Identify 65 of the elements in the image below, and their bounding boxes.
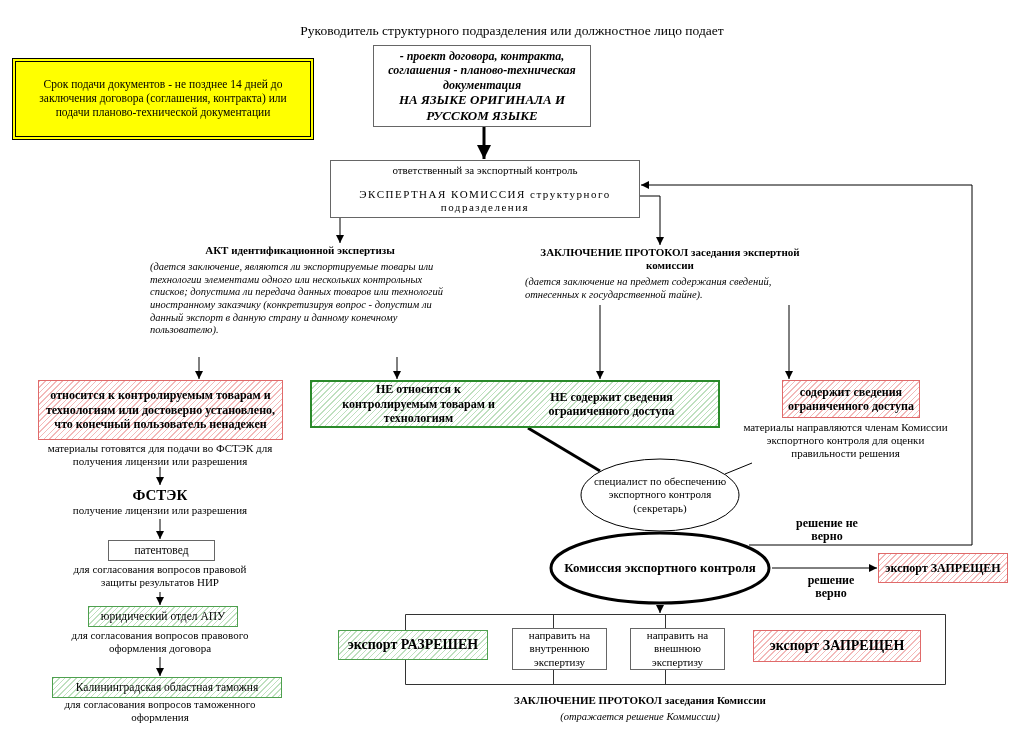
arrow [771, 564, 878, 572]
ellipse-node [548, 530, 772, 606]
arrow [640, 181, 973, 546]
arrow [785, 304, 793, 380]
node-caption: для согласования вопросов таможенного оформления [63, 698, 257, 725]
node-text: получение лицензии или разрешения [72, 504, 248, 518]
node-heading: специалист по обеспечению экспортного контроля [592, 475, 728, 502]
node-text: Калининградская областная таможня [75, 680, 259, 695]
node-caption: материалы готовятся для подачи во ФСТЭК для получения лицензии или разрешения [46, 442, 274, 469]
node-text: (отражается решение Коммиссии) [560, 711, 720, 724]
arrow [477, 127, 491, 159]
connector-line [724, 462, 753, 475]
arrow [596, 304, 604, 380]
node-caption: для согласования вопросов правового оформления договора [70, 629, 250, 656]
approval-box [88, 606, 238, 627]
warning-box [38, 380, 283, 440]
approval-box [310, 380, 720, 428]
node-text: НА ЯЗЫКЕ ОРИГИНАЛА И РУССКОМ ЯЗЫКЕ [397, 92, 567, 124]
node-text: патентовед [134, 543, 189, 558]
process-box [330, 160, 640, 218]
node-text: Срок подачи документов - не позднее 14 дней до заключения договора (соглашения, контракта) или подачи планово-технической документации [38, 78, 288, 120]
node-heading: ЗАКЛЮЧЕНИЕ ПРОТОКОЛ заседания экспертной комиссии [539, 246, 801, 273]
node-text: НЕ содержит сведения ограниченного доступа [547, 389, 676, 419]
ellipse-node [580, 458, 740, 532]
node-text: Комиссия экспортного контроля [564, 560, 756, 576]
arrow [656, 605, 664, 614]
node-heading: НЕ относится к контролируемым товарам и технологиям [341, 382, 496, 426]
approval-box [52, 677, 282, 698]
node-text: юридический отдел АПУ [100, 609, 226, 624]
arrow [156, 518, 164, 540]
arrow [156, 656, 164, 677]
node-text: направить на внешнюю экспертизу [645, 629, 710, 669]
arrow [393, 356, 401, 380]
node-caption: для согласования вопросов правовой защиты результатов НИР [72, 563, 248, 590]
process-box [373, 45, 591, 127]
process-box [108, 540, 215, 561]
node-text: содержит сведения ограниченного доступа [787, 384, 915, 414]
warning-box [753, 630, 921, 662]
node-text: направить на внутреннюю экспертизу [527, 629, 592, 669]
process-box [512, 628, 607, 670]
arrow [156, 591, 164, 606]
node-heading: ответственный за экспортный контроль [392, 163, 578, 177]
node-heading: - проект договора, контракта, соглашения - планово-техническая документация [387, 48, 577, 92]
node-text: ЭКСПЕРТНАЯ КОМИССИЯ структурного подразделения [358, 188, 612, 215]
process-box [630, 628, 725, 670]
node-text: экспорт ЗАПРЕЩЕН [769, 637, 905, 655]
arrow [195, 356, 203, 380]
approval-box [338, 630, 488, 660]
note-box [12, 58, 314, 140]
arrow [336, 217, 344, 244]
node-heading: ФСТЭК [132, 486, 188, 504]
node-text: экспорт ЗАПРЕЩЕН [885, 560, 1001, 576]
node-text: относится к контролируемым товарам и технологиям или достоверно установлено, что конечный пользователь ненадежен [44, 388, 277, 432]
connector-line [527, 426, 601, 473]
node-heading: ЗАКЛЮЧЕНИЕ ПРОТОКОЛ заседания Комиссии [514, 694, 766, 708]
warning-box [878, 553, 1008, 583]
node-text: (дается заключение, являются ли экспортируемые товары или технологии элементами одного или нескольких контрольных списков; допустима ли передача данных товаров или технологий иностранному заказчику (конкретизируя вопрос - допустим ли данный экспорт в данную страну и данному конечному пользователю). [150, 261, 444, 337]
diagram-title: Руководитель структурного подразделения или должностное лицо подает [299, 23, 725, 39]
node-text: (секретарь) [633, 501, 687, 515]
node-heading: АКТ идентификационной экспертизы [205, 244, 395, 258]
arrow [639, 195, 664, 246]
node-text: (дается заключение на предмет содержания сведений, отнесенных к государственной тайне). [525, 276, 773, 302]
node-text: экспорт РАЗРЕШЕН [347, 636, 479, 654]
node-caption: материалы направляются членам Комиссии экспортного контроля для оценки правильности решения [742, 421, 949, 461]
arrow [156, 466, 164, 486]
